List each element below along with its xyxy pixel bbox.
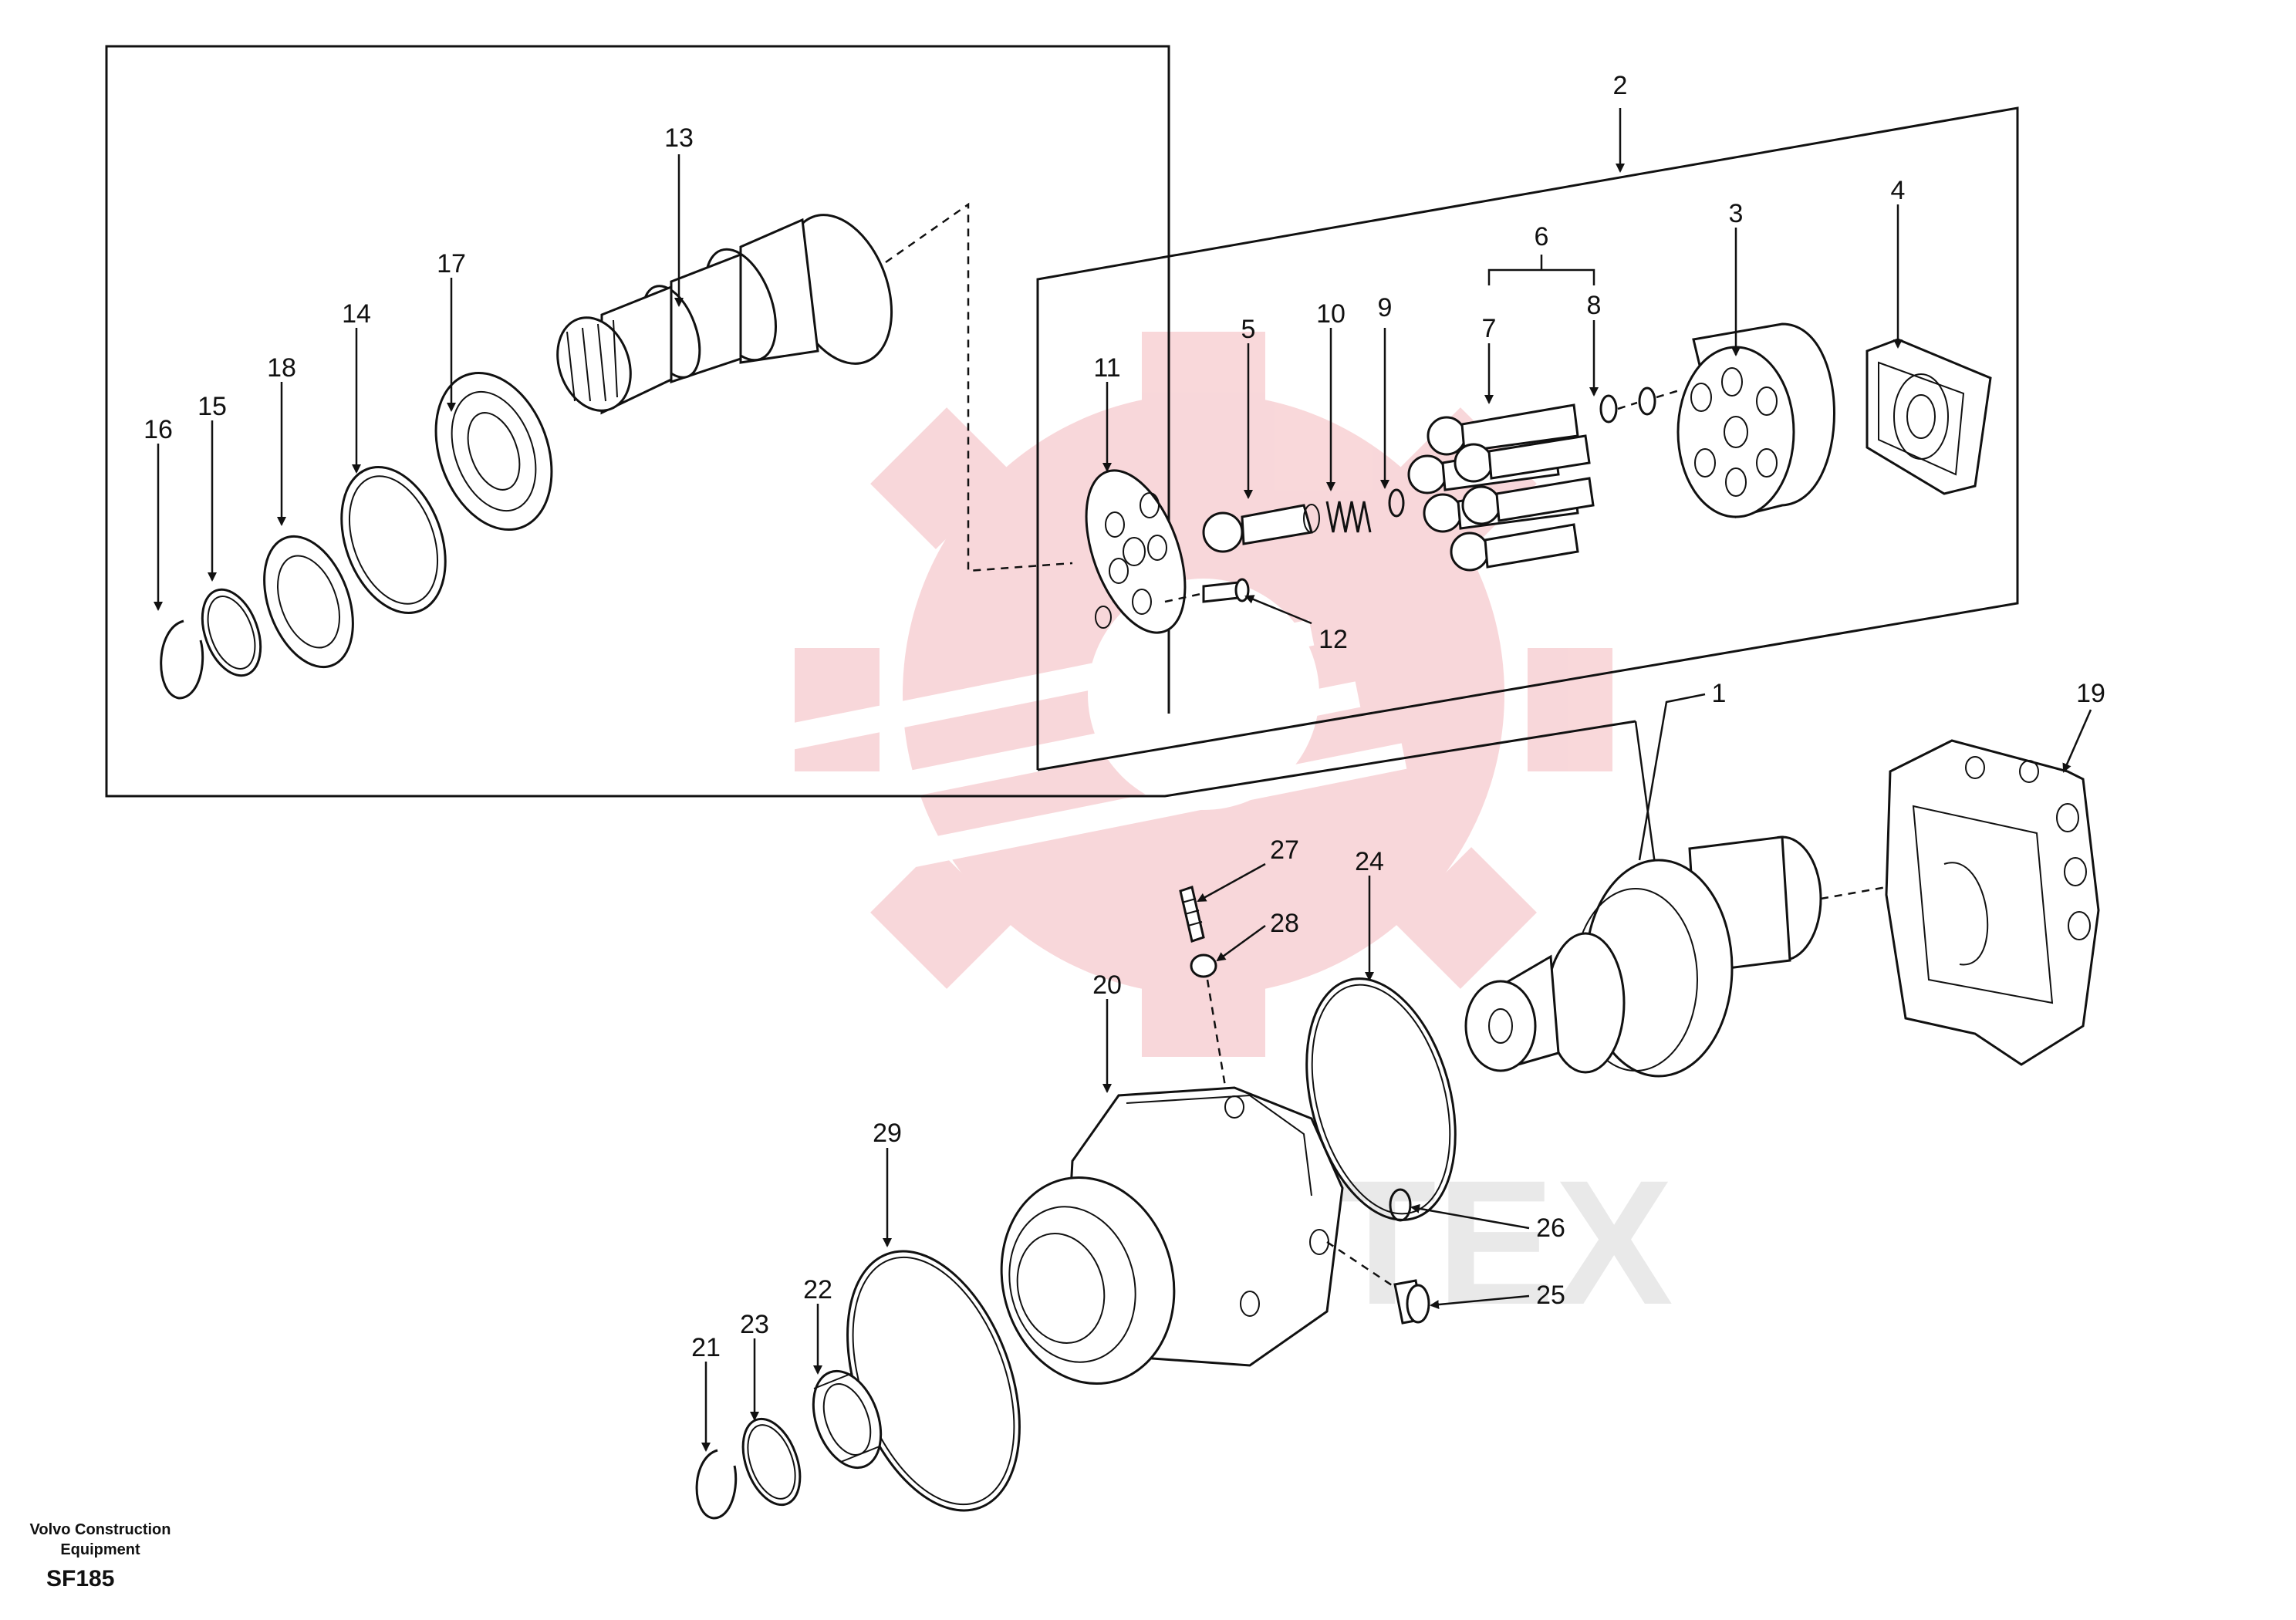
frame-to-motor-leader (1634, 721, 1656, 865)
callout-8: 8 (1587, 291, 1602, 320)
sleeve-22 (812, 1369, 883, 1470)
callout-12: 12 (1319, 625, 1348, 654)
callout-29: 29 (873, 1119, 902, 1148)
guide-pin-5 (1202, 504, 1320, 553)
callout-4: 4 (1891, 176, 1906, 205)
callout-25: 25 (1536, 1281, 1565, 1310)
housing-20 (1000, 1086, 1397, 1385)
plug-27 (1179, 886, 1205, 943)
footer-company-line2: Equipment (60, 1541, 140, 1558)
pistons-7 (1407, 403, 1595, 572)
circlip-21 (695, 1449, 738, 1520)
rings-8 (1599, 386, 1656, 424)
callout-10: 10 (1316, 299, 1346, 329)
footer-company: Volvo Construction Equipment (0, 1520, 201, 1560)
snap-ring-15 (201, 588, 262, 677)
callout-17: 17 (437, 249, 466, 278)
callout-27: 27 (1270, 835, 1299, 865)
callout-14: 14 (342, 299, 371, 329)
callout-13: 13 (664, 123, 694, 153)
callout-7: 7 (1482, 314, 1497, 343)
callout-2: 2 (1613, 71, 1628, 100)
callout-21: 21 (691, 1333, 721, 1362)
callout-22: 22 (803, 1275, 832, 1304)
callout-11: 11 (1093, 353, 1120, 383)
callout-19: 19 (2076, 679, 2105, 708)
drawing-code: SF185 (46, 1566, 115, 1591)
washer-9 (1388, 488, 1405, 518)
callout-15: 15 (198, 392, 227, 421)
valve-plate-11 (1085, 469, 1187, 634)
cylinder-block-3 (1656, 322, 1835, 518)
bearing-18 (263, 535, 354, 669)
plug-25 (1393, 1279, 1430, 1325)
callout-leaders (154, 108, 2092, 1452)
ring-14 (340, 466, 447, 614)
motor-assembly-1 (1464, 835, 1887, 1078)
rotary-group-frame (1036, 106, 2019, 771)
callout-23: 23 (740, 1310, 769, 1339)
callout-3: 3 (1729, 199, 1744, 228)
spring-10 (1325, 501, 1372, 533)
swash-plate-4 (1866, 338, 1992, 495)
port-cover-19 (1885, 739, 2100, 1066)
bearing-17 (434, 371, 553, 532)
callout-24: 24 (1355, 847, 1384, 876)
callout-18: 18 (267, 353, 296, 383)
drive-shaft (556, 202, 1073, 572)
circlip-16 (160, 619, 204, 700)
ring-23 (741, 1417, 802, 1507)
outer-frame (105, 45, 1636, 798)
callout-1: 1 (1712, 679, 1727, 708)
callout-labels: 1 2 3 4 5 6 7 8 9 10 11 12 13 14 15 16 1… (144, 71, 2105, 1362)
callout-5: 5 (1241, 315, 1256, 344)
callout-26: 26 (1536, 1213, 1565, 1243)
o-ring-26 (1389, 1188, 1412, 1222)
footer-company-line1: Volvo Construction (29, 1521, 171, 1538)
seal-28 (1190, 953, 1228, 1096)
callout-9: 9 (1378, 293, 1393, 322)
callout-6: 6 (1535, 222, 1549, 251)
callout-28: 28 (1270, 909, 1299, 938)
callout-20: 20 (1092, 970, 1122, 1000)
callout-16: 16 (144, 415, 173, 444)
